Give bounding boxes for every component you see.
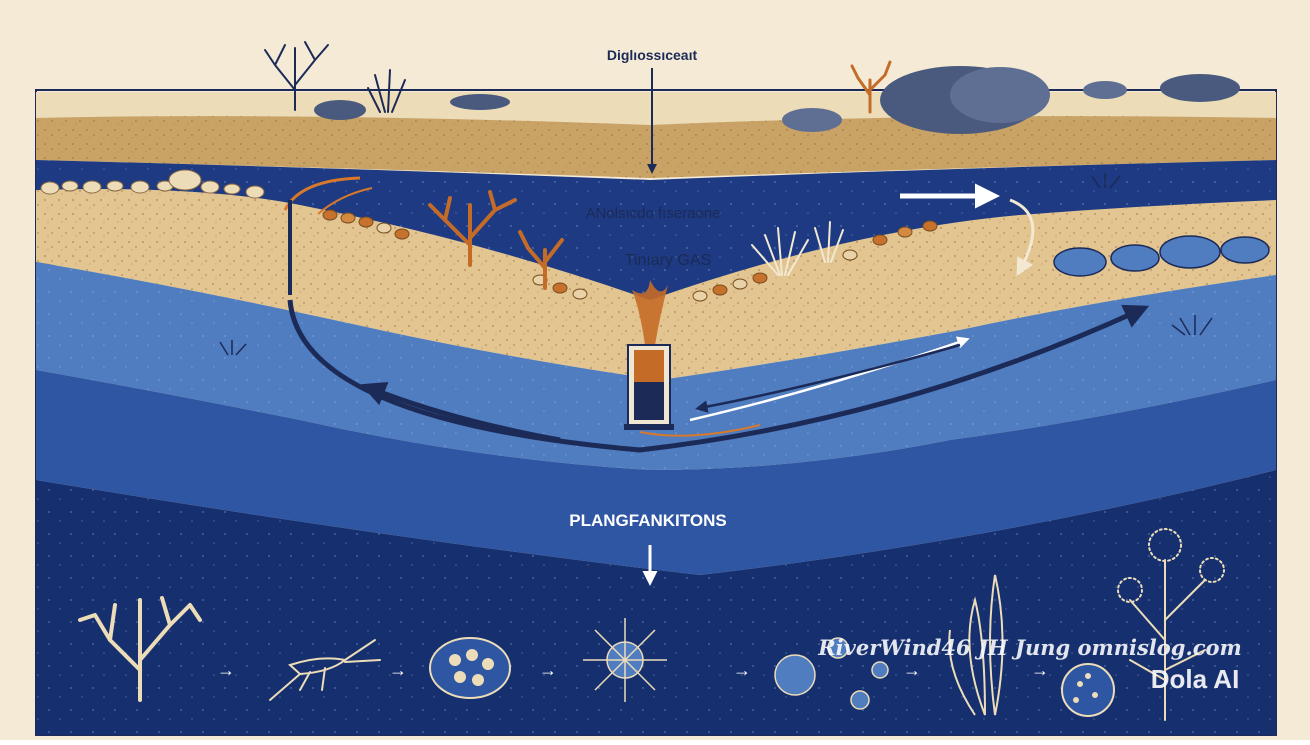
sea-grass-tuft-icon xyxy=(219,173,1213,356)
seagrass-icon xyxy=(948,574,1004,716)
upwelling-white-arrow xyxy=(689,336,970,422)
branching-coral-icon xyxy=(78,596,202,702)
circulation-arrow xyxy=(287,299,1150,453)
top-label: Diglıossıceaıt xyxy=(607,47,698,63)
sequence-arrow: → xyxy=(217,660,235,680)
orange-curve-arrow-2 xyxy=(317,187,373,215)
surface-landscape xyxy=(314,66,1240,134)
dandelion-plant-icon xyxy=(1117,528,1225,721)
copepod-icon xyxy=(269,639,381,701)
gas-label: Tinıary GAS xyxy=(625,252,712,269)
sponge-ball-icon xyxy=(1061,663,1115,717)
mid-water-layer xyxy=(36,370,1276,575)
watermark-brand: Dola AI xyxy=(1151,664,1240,694)
sequence-arrow: → xyxy=(903,660,921,680)
surface-tree-icon xyxy=(264,41,329,111)
core-sample-icon xyxy=(624,280,674,430)
sediment-orange-line xyxy=(639,424,761,437)
side-white-curve-arrow xyxy=(1009,198,1035,277)
bottom-label: PLANGFANKITONS xyxy=(569,511,726,530)
boulders-right xyxy=(1053,235,1270,277)
upwelling-navy-arrow xyxy=(695,343,961,413)
watermark-handle: RiverWind46 JH Jung omnislog.com xyxy=(817,635,1242,660)
sequence-arrow: → xyxy=(1031,660,1049,680)
organism-sequence: → → → → → → xyxy=(78,528,1225,721)
orange-coral-icon xyxy=(428,190,564,290)
sequence-arrow: → xyxy=(539,660,557,680)
sequence-arrow: → xyxy=(389,660,407,680)
return-arrow xyxy=(360,381,561,443)
layer-label: ANolsıcdo fıseraone xyxy=(585,205,720,222)
pebble-ridge-left xyxy=(40,169,265,199)
diatom-cell-icon xyxy=(429,637,511,699)
radiolarian-icon xyxy=(583,618,667,702)
surface-coral-icon xyxy=(850,60,892,114)
sequence-arrow: → xyxy=(733,660,751,680)
surface-grass-icon xyxy=(367,69,406,113)
microbe-cluster-icon xyxy=(774,637,889,710)
white-anemone-icon xyxy=(751,221,844,276)
